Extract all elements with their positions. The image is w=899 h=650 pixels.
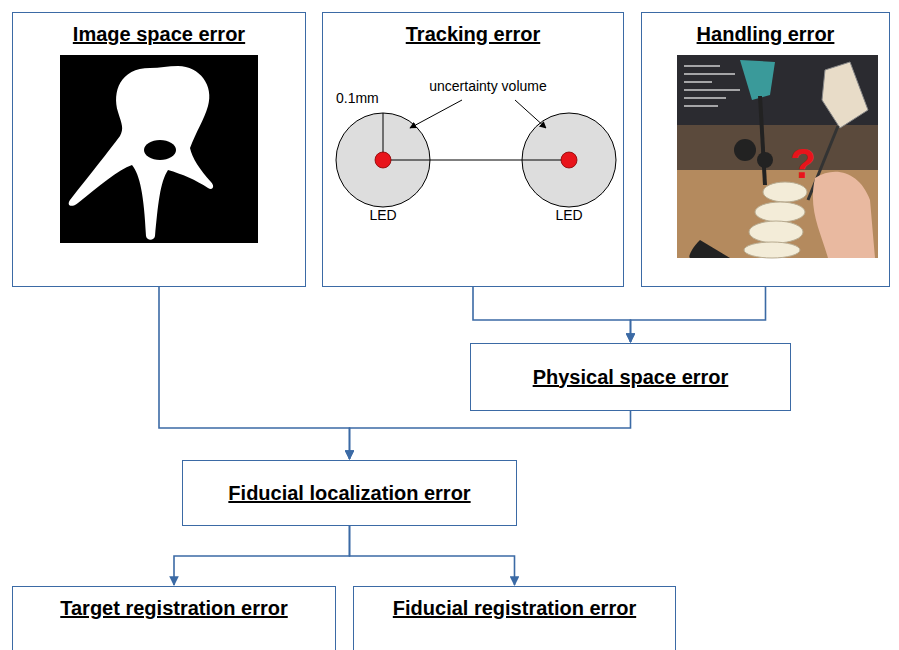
box-heading: Image space error xyxy=(73,23,245,46)
flow-arrow xyxy=(174,526,350,585)
process-box: Fiducial registration error xyxy=(353,586,676,650)
flow-arrow xyxy=(159,287,350,459)
process-box: Tracking error xyxy=(322,12,624,287)
flow-arrow xyxy=(350,411,631,459)
process-box: Image space error xyxy=(12,12,306,287)
process-box: Target registration error xyxy=(12,586,336,650)
box-heading: Fiducial localization error xyxy=(228,482,470,505)
box-heading: Physical space error xyxy=(533,366,729,389)
figure-label: ? xyxy=(790,140,816,188)
figure-label: 0.1mm xyxy=(336,90,379,106)
flow-arrow xyxy=(473,287,631,342)
flow-arrow xyxy=(631,287,766,342)
vertebra-image xyxy=(60,55,258,243)
flow-arrow xyxy=(350,526,515,585)
figure-label: uncertainty volume xyxy=(429,78,547,94)
box-heading: Target registration error xyxy=(60,597,287,620)
led-uncertainty-figure xyxy=(336,100,616,207)
figure-label: LED xyxy=(555,207,582,223)
box-heading: Tracking error xyxy=(406,23,541,46)
handling-photo xyxy=(677,55,878,258)
figure-label: LED xyxy=(369,207,396,223)
process-box: Fiducial localization error xyxy=(182,460,517,526)
box-heading: Handling error xyxy=(697,23,835,46)
process-box: Physical space error xyxy=(470,343,791,411)
box-heading: Fiducial registration error xyxy=(393,597,636,620)
process-box: Handling error xyxy=(641,12,890,287)
